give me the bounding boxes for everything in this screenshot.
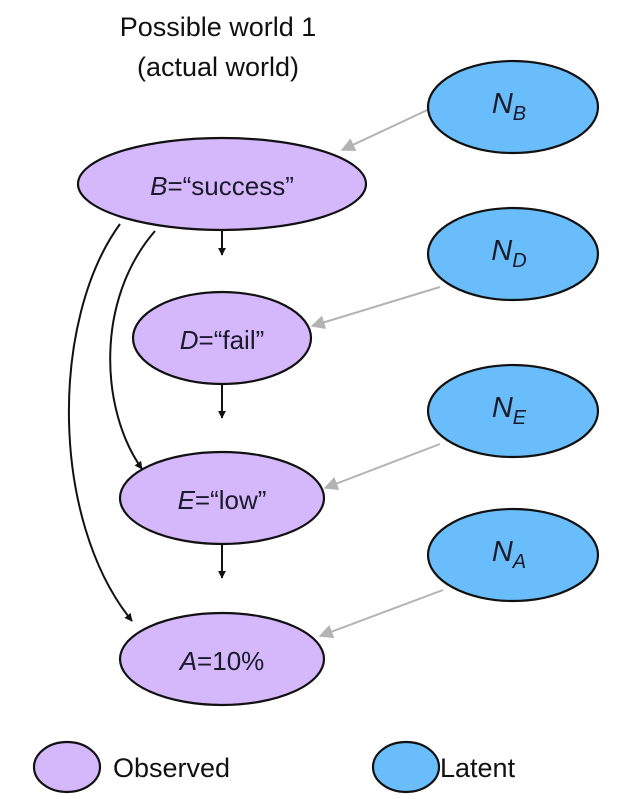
node-D: D=“fail”	[131, 290, 313, 386]
edge-ND-D	[310, 286, 441, 330]
title-line-1: Possible world 1	[120, 12, 317, 42]
edge-B-A	[68, 223, 133, 622]
edge-B-E	[109, 230, 156, 470]
node-B: B=“success”	[76, 136, 368, 232]
title-line-2: (actual world)	[137, 52, 299, 82]
node-ND-sub: D	[512, 250, 526, 272]
svg-text:NE: NE	[492, 392, 527, 429]
node-B-var: B	[150, 171, 167, 201]
svg-text:NA: NA	[492, 536, 526, 573]
svg-text:NB: NB	[492, 88, 526, 125]
noise-edges	[310, 104, 444, 639]
svg-text:D=“fail”: D=“fail”	[180, 325, 265, 355]
node-E-value: =“low”	[195, 485, 267, 515]
node-ND-var: N	[491, 235, 512, 267]
svg-text:A=10%: A=10%	[178, 646, 265, 676]
node-NB-sub: B	[513, 103, 526, 125]
node-D-var: D	[180, 325, 199, 355]
svg-text:ND: ND	[491, 235, 526, 272]
node-D-value: =“fail”	[199, 325, 265, 355]
svg-text:E=“low”: E=“low”	[178, 485, 267, 515]
node-NB: NB	[426, 59, 600, 155]
node-B-value: =“success”	[167, 171, 293, 201]
edge-NB-B	[340, 104, 439, 151]
node-E: E=“low”	[118, 450, 326, 546]
legend-observed-label: Observed	[113, 753, 230, 783]
node-NA-var: N	[492, 536, 513, 568]
node-NE-var: N	[492, 392, 513, 424]
causal-edges	[68, 215, 226, 622]
node-E-var: E	[178, 485, 196, 515]
node-NE: NE	[426, 363, 600, 459]
legend-latent-swatch	[371, 740, 441, 794]
node-NE-sub: E	[513, 407, 527, 429]
legend: Observed Latent	[32, 740, 516, 794]
edge-NA-A	[318, 589, 444, 639]
node-NA-sub: A	[512, 551, 526, 573]
edge-NE-E	[323, 443, 441, 491]
node-NB-var: N	[492, 88, 513, 120]
node-A: A=10%	[118, 611, 326, 707]
node-A-value: =10%	[197, 646, 264, 676]
node-NA: NA	[426, 507, 600, 603]
node-A-var: A	[178, 646, 197, 676]
node-ND: ND	[426, 206, 600, 302]
legend-latent-label: Latent	[440, 753, 516, 783]
legend-observed-swatch	[32, 740, 102, 794]
svg-text:B=“success”: B=“success”	[150, 171, 294, 201]
